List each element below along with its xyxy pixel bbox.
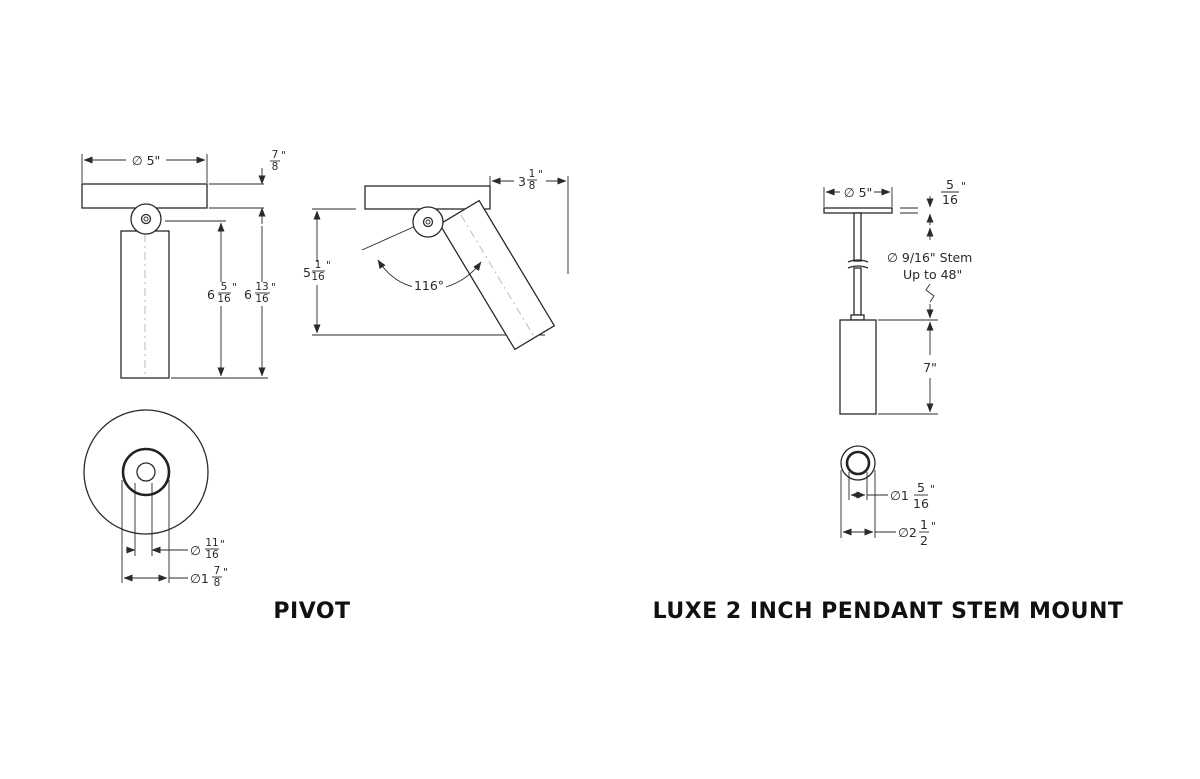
pivot-canopy-diameter-label: ∅ 5" xyxy=(132,153,161,168)
svg-text:": " xyxy=(326,260,331,272)
svg-text:5: 5 xyxy=(946,177,954,192)
svg-text:3: 3 xyxy=(518,174,526,189)
svg-text:16: 16 xyxy=(942,192,958,207)
svg-text:7: 7 xyxy=(214,565,221,577)
pivot-tilted-view: 3 1 8 " 5 1 16 " xyxy=(303,168,569,351)
svg-text:∅1: ∅1 xyxy=(890,488,909,503)
svg-text:16: 16 xyxy=(255,293,269,305)
svg-text:∅1: ∅1 xyxy=(190,571,209,586)
pendant-stem-label-line1: ∅ 9/16" Stem xyxy=(887,250,972,265)
svg-text:16: 16 xyxy=(913,496,929,511)
svg-text:": " xyxy=(223,567,228,579)
svg-text:2: 2 xyxy=(920,533,928,548)
pendant-bottom-view: ∅1 5 16 " ∅2 1 2 " xyxy=(840,445,936,548)
pendant-body-length-label: 7" xyxy=(923,360,937,375)
svg-text:6: 6 xyxy=(207,287,215,302)
pivot-tilted-body xyxy=(438,199,556,351)
pivot-bottom-view: ∅ 11 16 " ∅1 7 8 " xyxy=(83,409,228,589)
svg-text:6: 6 xyxy=(244,287,252,302)
svg-text:13: 13 xyxy=(255,281,268,293)
pendant-canopy-diameter-label: ∅ 5" xyxy=(844,185,873,200)
pendant-front-view: ∅ 5" 5 16 " ∅ 9/16" Stem Up to 48" xyxy=(823,177,972,415)
pendant-bottom-aperture xyxy=(845,450,871,476)
svg-text:": " xyxy=(961,181,966,193)
svg-text:1: 1 xyxy=(920,517,928,532)
svg-text:11: 11 xyxy=(205,537,218,549)
svg-text:": " xyxy=(538,169,543,181)
pivot-tilt-offset-label: 3 1 8 " xyxy=(518,168,543,192)
pendant-canopy-height-label: 5 16 " xyxy=(941,177,966,207)
svg-text:16: 16 xyxy=(205,549,219,561)
svg-text:16: 16 xyxy=(311,271,325,283)
svg-text:": " xyxy=(271,282,276,294)
svg-text:5: 5 xyxy=(221,281,228,293)
svg-text:8: 8 xyxy=(272,161,279,173)
svg-text:1: 1 xyxy=(315,259,322,271)
pendant-stem-label-line2: Up to 48" xyxy=(903,267,962,282)
svg-text:": " xyxy=(931,521,936,533)
svg-text:∅2: ∅2 xyxy=(898,525,917,540)
svg-text:": " xyxy=(930,484,935,496)
pendant-stem xyxy=(853,212,862,262)
pendant-body-diameter-label: ∅2 1 2 " xyxy=(898,517,936,548)
pendant-canopy xyxy=(823,207,893,214)
svg-text:∅: ∅ xyxy=(190,543,201,558)
pivot-aperture-label: ∅ 11 16 " xyxy=(190,537,225,561)
svg-text:5: 5 xyxy=(917,480,925,495)
svg-text:5: 5 xyxy=(303,265,311,280)
pivot-front-view: ∅ 5" 7 8 " 6 5 16 " xyxy=(81,149,286,379)
pivot-head-diameter-label: ∅1 7 8 " xyxy=(190,565,228,589)
pivot-bottom-aperture xyxy=(136,462,156,482)
svg-text:": " xyxy=(232,282,237,294)
pivot-tilt-height-label: 5 1 16 " xyxy=(303,259,331,283)
pendant-body xyxy=(839,319,877,415)
svg-text:": " xyxy=(220,539,225,551)
pivot-canopy-height-label: 7 8 " xyxy=(270,149,286,173)
svg-text:8: 8 xyxy=(214,577,221,589)
pivot-tilt-angle-label: 116° xyxy=(414,278,444,293)
pivot-body-length-label: 6 5 16 " xyxy=(207,281,237,305)
pivot-tilted-knuckle xyxy=(412,206,444,238)
pendant-title: LUXE 2 INCH PENDANT STEM MOUNT xyxy=(653,599,1124,624)
svg-text:7: 7 xyxy=(272,149,279,161)
svg-text:16: 16 xyxy=(217,293,231,305)
svg-text:1: 1 xyxy=(529,168,536,180)
pivot-title: PIVOT xyxy=(273,599,350,624)
svg-text:8: 8 xyxy=(529,180,536,192)
pivot-knuckle xyxy=(130,203,162,235)
pendant-aperture-label: ∅1 5 16 " xyxy=(890,480,935,511)
pivot-bottom-canopy xyxy=(83,409,209,535)
pivot-overall-height-label: 6 13 16 " xyxy=(244,281,276,305)
svg-text:": " xyxy=(281,150,286,162)
pivot-bottom-head xyxy=(121,447,171,497)
